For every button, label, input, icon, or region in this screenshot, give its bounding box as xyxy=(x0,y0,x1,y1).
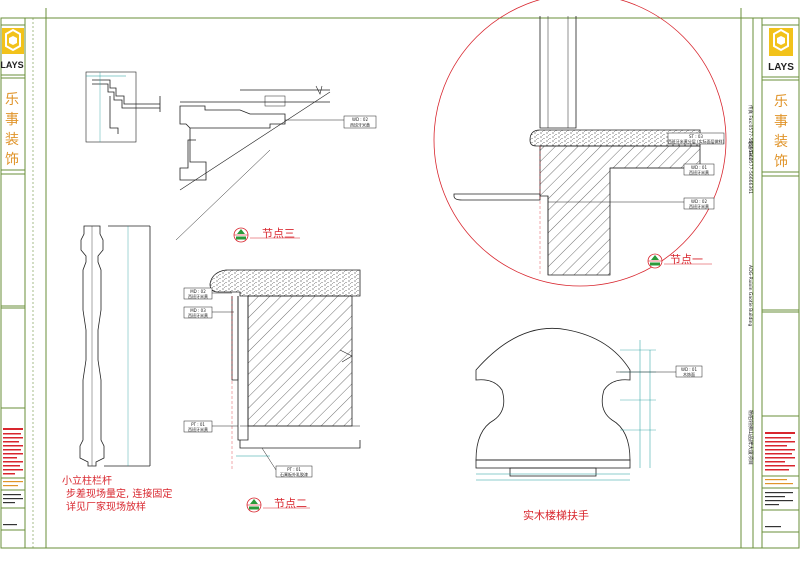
baluster-note-2: 步差现场量定, 连接固定 xyxy=(66,487,172,500)
tag-node2-md1-code: MD : 02 xyxy=(190,289,206,294)
tag-node2-pt-sub: 西班牙米黄 xyxy=(188,426,208,432)
tag-handrail-wd: WD : 01 木饰面 xyxy=(675,365,703,378)
left-company-char-1: 乐 xyxy=(5,92,19,108)
right-vertical-tel: 电话 Tel:0577-56666361 xyxy=(747,140,754,194)
title-block-left: LAYS 乐 事 装 饰 xyxy=(0,17,26,549)
tag-node1-wd2-code: WD : 02 xyxy=(691,199,707,204)
tag-node1-st-code: ST : 03 xyxy=(689,134,703,139)
right-vertical-project: 杨柏翎佛山品牌大厦项目 xyxy=(747,410,754,465)
lays-logo-icon xyxy=(769,28,793,56)
tag-node3-wd: WD : 02 西班牙米黄 xyxy=(343,115,377,129)
left-logo-text: LAYS xyxy=(0,60,23,70)
left-company-char-4: 饰 xyxy=(5,152,19,168)
tag-node1-wd1: WD : 01 西班牙米黄 xyxy=(683,163,715,176)
right-company-char-4: 饰 xyxy=(774,154,788,170)
baluster-drawing xyxy=(79,225,151,467)
detail-node-3 xyxy=(85,71,344,241)
tag-node2-md1-sub: 西班牙米黄 xyxy=(188,293,208,299)
handrail-title: 实木楼梯扶手 xyxy=(523,508,589,522)
right-company-char-3: 装 xyxy=(774,134,788,150)
tag-node2-pt: PT : 01 西班牙米黄 xyxy=(183,420,213,433)
handrail-profile xyxy=(475,327,676,481)
baluster-note-3: 详见厂家现场放样 xyxy=(66,500,146,513)
right-vertical-english: ADG-Ruixin Gaotie Building xyxy=(747,265,753,326)
tag-node1-st: ST : 03 西班牙米黄分层 (实际面层做样) xyxy=(667,132,725,145)
tag-node2-md2: MD : 03 西班牙米黄 xyxy=(183,306,213,319)
tag-handrail-wd-sub: 木饰面 xyxy=(683,371,695,377)
detail-node-2 xyxy=(209,269,361,470)
tag-node1-wd2: WD : 02 西班牙米黄 xyxy=(683,197,715,210)
left-red-notes xyxy=(3,428,23,475)
tag-node2-bottom-sub: 石膏板外乳胶漆 xyxy=(280,471,308,477)
section-marker-icon xyxy=(233,227,249,243)
node2-title: 节点二 xyxy=(274,497,307,510)
tag-node2-md2-code: MD : 03 xyxy=(190,308,206,313)
tag-node1-wd2-sub: 西班牙米黄 xyxy=(689,203,709,209)
title-block-right: LAYS 乐 事 装 饰 传真 Fax:0577-56666362 电话 Tel… xyxy=(747,17,800,549)
section-marker-icon xyxy=(246,497,262,513)
node3-title: 节点三 xyxy=(262,227,295,240)
tag-node2-pt-code: PT : 01 xyxy=(191,422,205,427)
lays-logo-icon xyxy=(2,28,24,54)
node1-title: 节点一 xyxy=(670,253,703,266)
right-vertical-fax: 传真 Fax:0577-56666362 xyxy=(747,105,754,161)
tag-node1-wd1-code: WD : 01 xyxy=(691,165,707,170)
tag-handrail-wd-code: WD : 01 xyxy=(681,367,697,372)
tag-node1-st-sub: 西班牙米黄分层 (实际面层做样) xyxy=(668,138,725,144)
left-company-char-3: 装 xyxy=(5,132,19,148)
tag-node3-wd-code: WD : 02 xyxy=(352,117,368,122)
left-company-char-2: 事 xyxy=(5,112,19,128)
tag-node2-bottom: PT : 01 石膏板外乳胶漆 xyxy=(275,465,313,478)
detail-node-1 xyxy=(433,0,727,287)
drawing-frame xyxy=(45,17,742,549)
right-logo-text: LAYS xyxy=(768,62,794,73)
tag-node2-bottom-code: PT : 01 xyxy=(287,467,301,472)
section-marker-icon xyxy=(647,253,663,269)
tag-node2-md2-sub: 西班牙米黄 xyxy=(188,312,208,318)
tag-node1-wd1-sub: 西班牙米黄 xyxy=(689,169,709,175)
tag-node2-md1: MD : 02 西班牙米黄 xyxy=(183,287,213,300)
right-red-notes xyxy=(765,432,795,471)
right-company-char-1: 乐 xyxy=(774,94,788,110)
right-company-char-2: 事 xyxy=(774,114,788,130)
tag-node3-wd-sub: 西班牙米黄 xyxy=(350,122,370,128)
baluster-note-1: 小立柱栏杆 xyxy=(62,474,112,487)
